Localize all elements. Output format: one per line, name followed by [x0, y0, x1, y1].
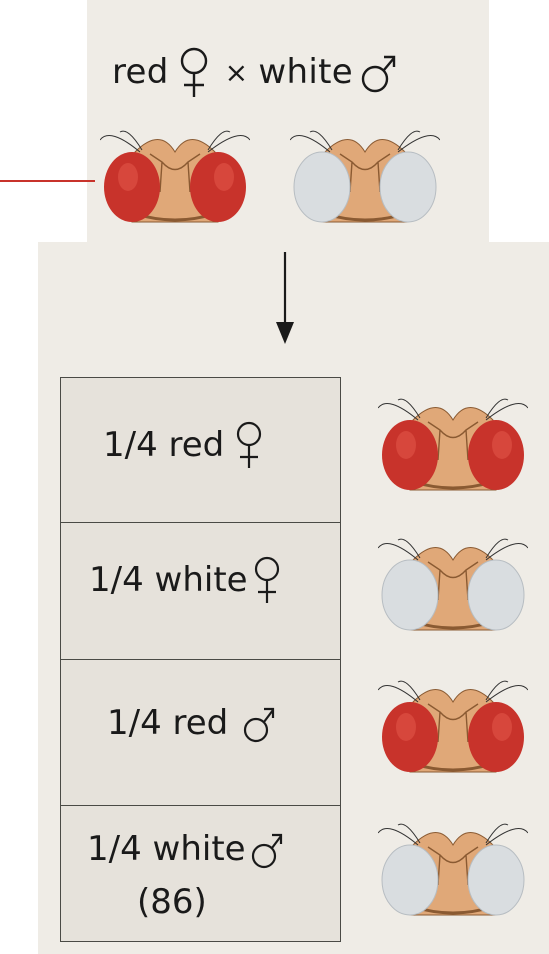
fly-head-red-female-parent [100, 122, 250, 234]
fly-head-white-male-offspring [378, 815, 528, 927]
male-symbol-icon [250, 824, 284, 874]
fly-head-red-male-offspring [378, 672, 528, 784]
times-sign: × [225, 56, 249, 89]
male-symbol-icon [242, 698, 276, 748]
offspring-row: 1/4 white (86) [61, 805, 340, 943]
male-parent-phenotype: white [258, 52, 353, 92]
fly-head-white-female-offspring [378, 530, 528, 642]
cross-label: red × white [112, 42, 482, 102]
fly-head-red-female-offspring [378, 390, 528, 502]
female-symbol-icon [250, 555, 284, 605]
fly-head-white-male-parent [290, 122, 440, 234]
offspring-phenotype: 1/4 red [103, 425, 224, 465]
offspring-phenotype: 1/4 white [89, 560, 248, 600]
offspring-count: (86) [137, 882, 207, 922]
offspring-row: 1/4 red [61, 378, 340, 522]
offspring-phenotype: 1/4 red [107, 703, 228, 743]
offspring-row: 1/4 red [61, 659, 340, 805]
down-arrow-icon [270, 252, 300, 346]
female-symbol-icon [232, 420, 266, 470]
offspring-table: 1/4 red 1/4 white 1/4 red [60, 377, 341, 942]
female-parent-phenotype: red [112, 52, 169, 92]
offspring-row: 1/4 white [61, 522, 340, 659]
leader-line [0, 180, 95, 182]
female-symbol-icon [175, 45, 213, 99]
offspring-phenotype: 1/4 white [87, 829, 246, 869]
male-symbol-icon [359, 45, 397, 99]
